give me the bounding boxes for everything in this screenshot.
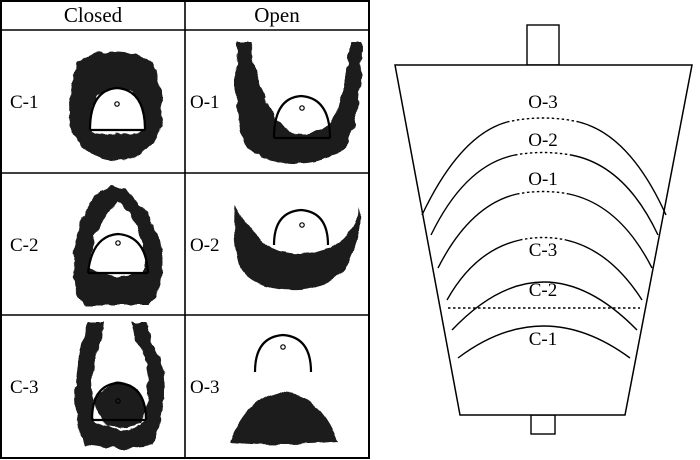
bottom-electrode-tab <box>530 414 556 435</box>
header-open: Open <box>254 3 300 27</box>
curve-o1-dashed <box>516 190 570 195</box>
curve-label-c1: C-1 <box>529 329 558 350</box>
curve-c3 <box>446 239 521 301</box>
vessel-outline <box>394 64 693 416</box>
row-label-c2: C-2 <box>10 235 39 256</box>
curve-c3-dashed <box>519 236 567 241</box>
pattern-o3 <box>230 333 338 445</box>
curve-o3-dashed <box>506 117 580 123</box>
curve-o3 <box>578 121 667 216</box>
curve-label-o1: O-1 <box>528 169 558 190</box>
curve-o2-dashed <box>514 151 572 156</box>
curve-label-o3: O-3 <box>528 92 558 113</box>
curve-o1 <box>437 193 518 269</box>
row-label-c1: C-1 <box>10 92 39 113</box>
pattern-c3 <box>75 322 164 449</box>
curve-label-c3: C-3 <box>529 240 558 261</box>
row-label-o2: O-2 <box>190 235 220 256</box>
discharge-diagram: O-3 O-2 O-1 C-3 C-2 C-1 <box>394 24 693 435</box>
pattern-table: Closed Open C-1 O-1 C-2 O-2 C-3 O-3 <box>0 0 370 459</box>
row-label-o1: O-1 <box>190 92 220 113</box>
curve-o2 <box>570 154 659 236</box>
pattern-c1 <box>69 51 163 160</box>
curve-o1 <box>568 193 653 269</box>
curve-o2 <box>430 154 516 236</box>
curve-label-o2: O-2 <box>528 130 558 151</box>
pattern-o1 <box>235 42 362 164</box>
pattern-o2 <box>234 205 361 291</box>
pattern-c2 <box>73 185 163 305</box>
row-label-o3: O-3 <box>190 377 220 398</box>
curve-c2 <box>451 281 638 331</box>
curve-c3 <box>565 239 643 301</box>
curve-label-c2: C-2 <box>529 280 558 301</box>
curve-o3 <box>421 121 508 216</box>
curve-c1 <box>457 325 631 359</box>
top-electrode-tab <box>526 24 560 66</box>
row-label-c3: C-3 <box>10 377 39 398</box>
header-closed: Closed <box>64 3 123 27</box>
